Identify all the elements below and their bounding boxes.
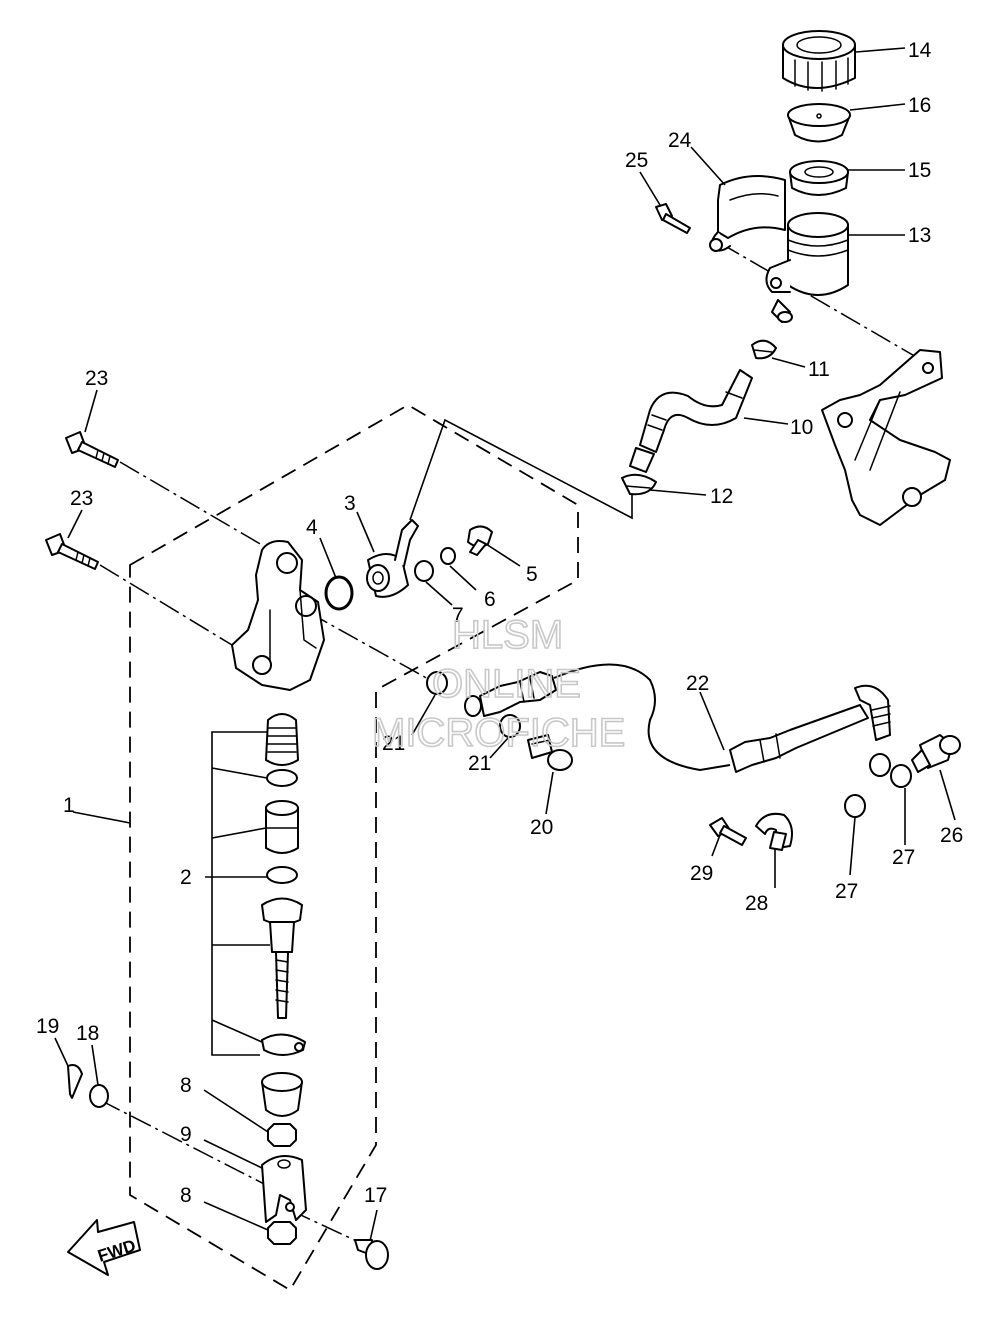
callout-12: 12: [710, 485, 733, 508]
joint-ring: [440, 547, 456, 565]
callout-2: 2: [180, 866, 192, 889]
callout-22: 22: [686, 672, 709, 695]
leader-lines: [54, 47, 956, 1242]
callout-27-right: 27: [892, 846, 915, 869]
reservoir-tank: [765, 212, 849, 323]
callout-25: 25: [625, 149, 648, 172]
watermark: HLSM ONLINE MICROFICHE: [371, 612, 626, 756]
hose-joint: [366, 519, 419, 598]
forward-direction-arrow: FWD: [67, 1219, 141, 1276]
callout-labels: 1 2 3 4 5 6 7 8 8 9 10 11 12 13 14 15 16…: [36, 39, 963, 1207]
mounting-bolt-upper: [65, 431, 119, 468]
callout-3: 3: [344, 492, 356, 515]
brake-hose: [464, 663, 891, 777]
cotter-pin: [67, 1064, 83, 1099]
push-rod: [261, 897, 303, 1019]
reservoir-holder: [709, 175, 786, 252]
diaphragm-plate: [787, 103, 851, 143]
reservoir-hose: [629, 369, 753, 473]
callout-26: 26: [940, 824, 963, 847]
callout-15: 15: [908, 159, 931, 182]
callout-6: 6: [484, 588, 496, 611]
lower-hose-clamp: [621, 473, 657, 496]
alignment-lines: [99, 242, 931, 1246]
callout-16: 16: [908, 94, 931, 117]
callout-24: 24: [668, 129, 692, 152]
hose-holder: [755, 812, 793, 851]
upper-hose-clamp: [751, 339, 777, 360]
nut-upper: [267, 1123, 297, 1147]
piston: [265, 800, 299, 854]
plain-washer: [89, 1084, 109, 1108]
callout-5: 5: [526, 563, 538, 586]
callout-23-lower: 23: [70, 487, 93, 510]
caliper-washer-b: [844, 794, 866, 818]
watermark-line-1: HLSM: [452, 613, 563, 657]
callout-21-lower: 21: [468, 752, 491, 775]
callout-8-upper: 8: [180, 1074, 192, 1097]
callout-18: 18: [76, 1022, 99, 1045]
callout-27-left: 27: [835, 880, 858, 903]
primary-cup: [266, 769, 298, 787]
callout-11: 11: [808, 358, 830, 381]
joint-washer: [414, 560, 434, 582]
o-ring: [324, 575, 354, 611]
callout-14: 14: [908, 39, 932, 62]
callout-9: 9: [180, 1123, 192, 1146]
callout-13: 13: [908, 224, 931, 247]
clevis-pin: [354, 1239, 389, 1270]
master-cylinder-body: [231, 540, 325, 691]
clevis: [261, 1155, 307, 1223]
caliper-washer-a: [890, 764, 912, 788]
callout-7: 7: [452, 604, 464, 627]
union-bolt: [527, 734, 573, 771]
callout-21-upper: 21: [382, 732, 405, 755]
callout-29: 29: [690, 862, 713, 885]
reservoir-cap: [782, 30, 856, 92]
piston-spring: [265, 713, 299, 766]
callout-17: 17: [364, 1184, 387, 1207]
nut-lower: [267, 1221, 297, 1245]
copper-washer-upper: [426, 671, 448, 695]
dust-boot: [261, 1072, 303, 1117]
callout-10: 10: [790, 416, 813, 439]
callout-20: 20: [530, 816, 553, 839]
mounting-bolt-lower: [45, 533, 99, 570]
master-cylinder-assembly-boundary: [129, 403, 579, 1292]
callout-4: 4: [306, 516, 318, 539]
copper-washer-lower: [499, 714, 521, 738]
reservoir-bracket: [821, 349, 951, 526]
diaphragm: [789, 160, 849, 196]
secondary-cup: [266, 866, 298, 884]
circlip: [261, 1033, 306, 1056]
callout-1: 1: [63, 794, 75, 817]
joint-screw: [467, 525, 493, 556]
holder-bolt: [655, 203, 691, 234]
watermark-line-3: MICROFICHE: [372, 711, 625, 755]
callout-19: 19: [36, 1015, 59, 1038]
holder-bolt-29: [709, 817, 747, 846]
callout-23-upper: 23: [85, 367, 108, 390]
caliper-union-bolt: [911, 734, 961, 773]
watermark-line-2: ONLINE: [432, 662, 581, 706]
callout-8-lower: 8: [180, 1184, 192, 1207]
callout-28: 28: [745, 892, 768, 915]
